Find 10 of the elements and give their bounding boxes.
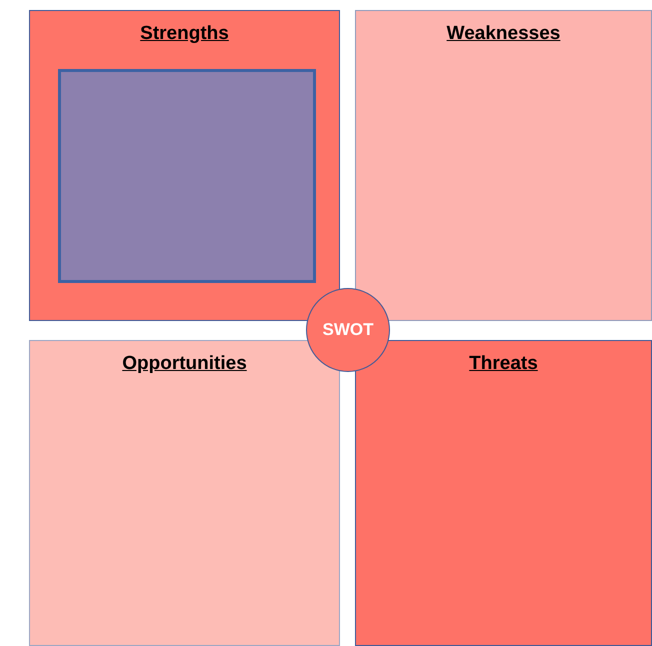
threats-panel [355, 340, 652, 646]
quadrant-heading: Strengths [140, 23, 229, 44]
center-label: SWOT [322, 320, 374, 340]
opportunities-panel [29, 340, 340, 646]
weaknesses-panel [355, 10, 652, 321]
quadrant-heading: Weaknesses [446, 23, 560, 44]
quadrant-heading: Threats [469, 353, 538, 374]
quadrant-heading: Opportunities [122, 353, 247, 374]
inner-box [58, 69, 316, 283]
strengths-panel [29, 10, 340, 321]
